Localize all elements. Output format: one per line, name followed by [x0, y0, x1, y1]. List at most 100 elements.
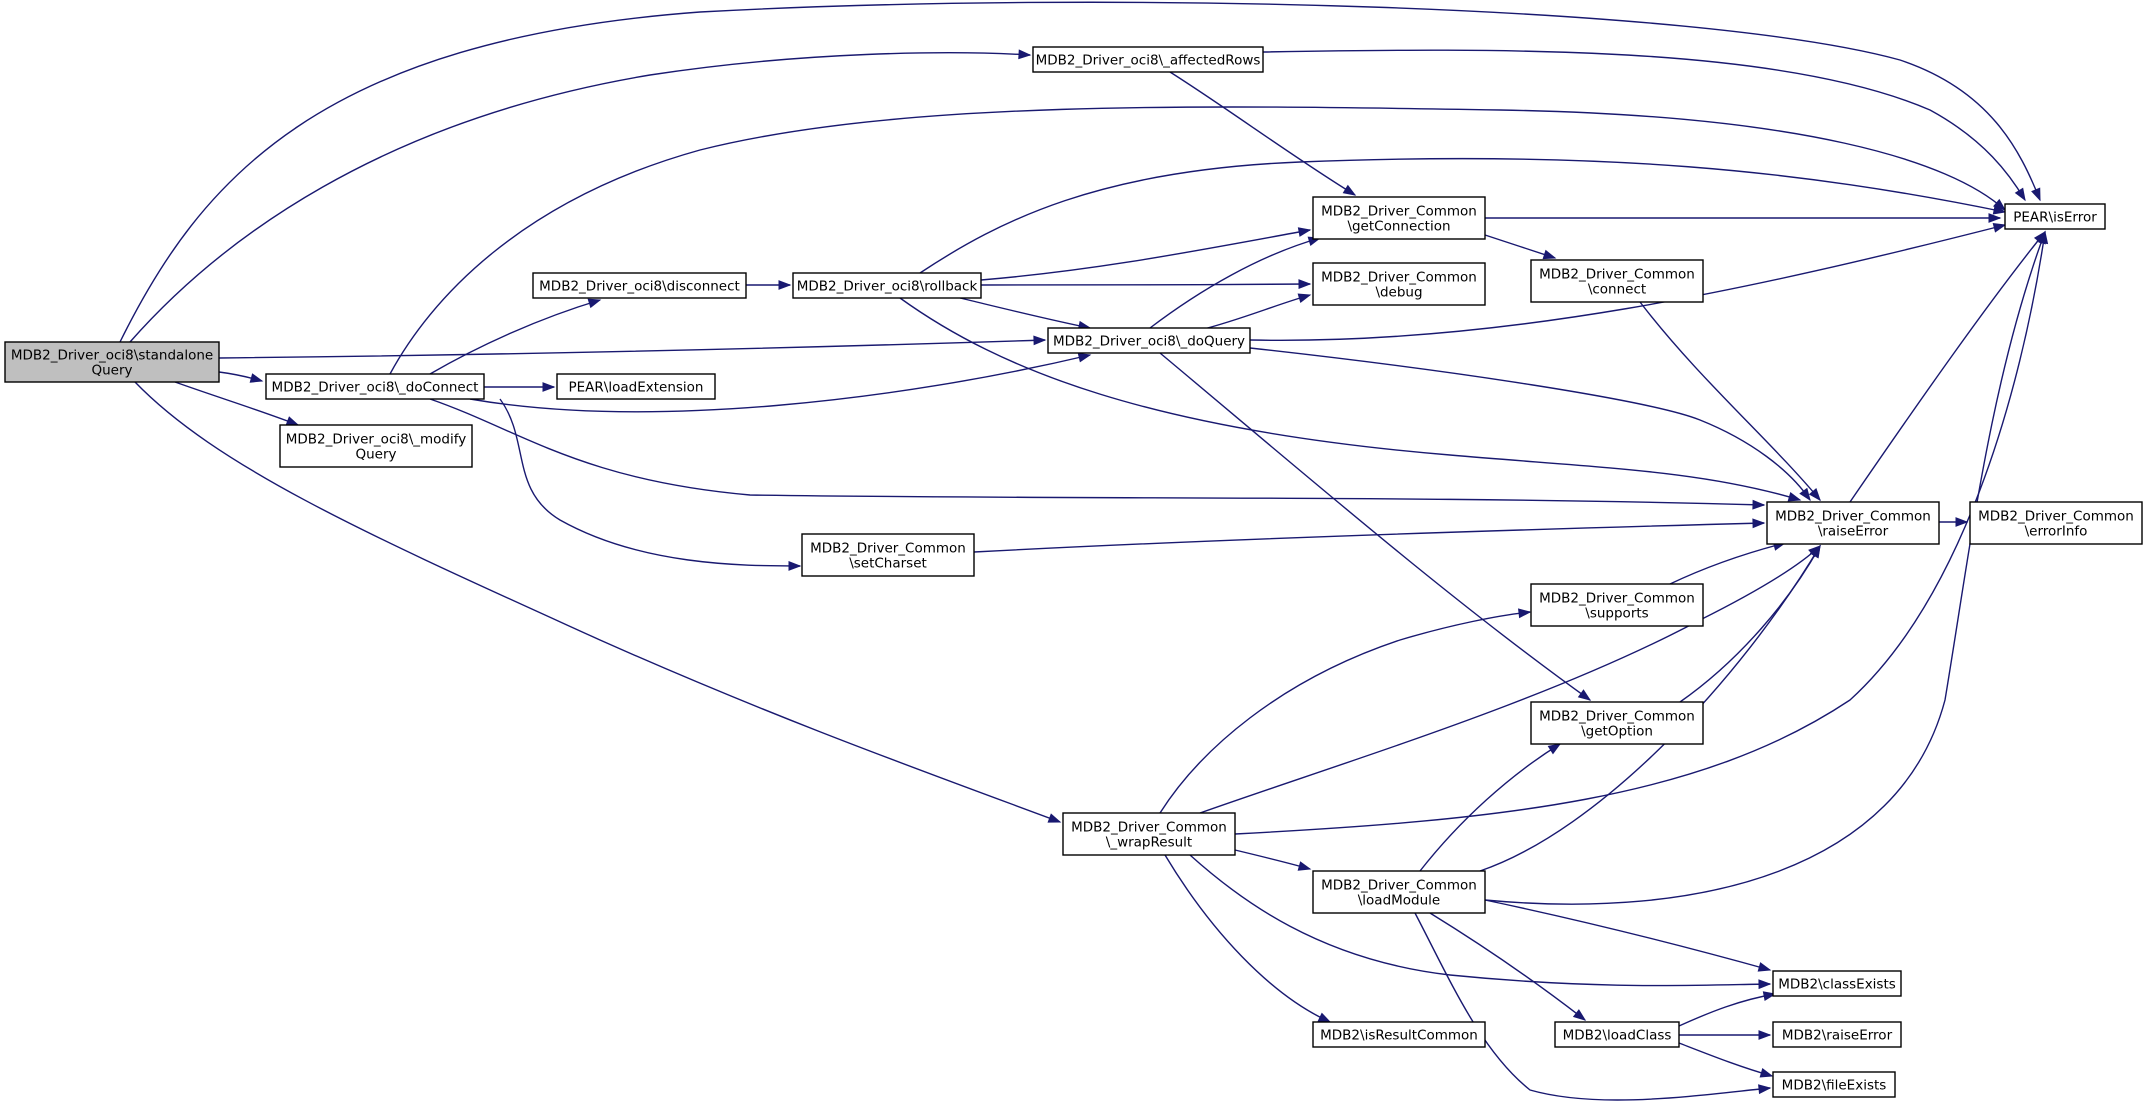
edge-rollback-to-raise-error: [899, 297, 1801, 501]
arrowhead-connect: [1542, 249, 1557, 260]
arrowhead-error-info: [1955, 517, 1969, 527]
node-label-line: \errorInfo: [2025, 524, 2088, 540]
node-label-line: MDB2_Driver_oci8\standalone: [11, 348, 213, 364]
edge-rollback-to-is-error: [919, 157, 2006, 274]
arrowhead-do-connect: [249, 373, 264, 383]
node-box: [1772, 1071, 1896, 1098]
node-get-connection[interactable]: MDB2_Driver_Common\getConnection: [1312, 196, 1486, 240]
node-rollback[interactable]: MDB2_Driver_oci8\rollback: [792, 272, 982, 299]
node-affected-rows[interactable]: MDB2_Driver_oci8\_affectedRows: [1032, 46, 1264, 73]
arrowhead-debug: [1297, 293, 1312, 304]
arrowhead-raise-error: [1809, 544, 1821, 559]
node-is-error[interactable]: PEAR\isError: [2004, 203, 2106, 230]
arrowhead-class-exists: [1758, 979, 1772, 990]
node-set-charset[interactable]: MDB2_Driver_Common\setCharset: [801, 533, 975, 577]
node-wrap-result[interactable]: MDB2_Driver_Common\_wrapResult: [1062, 812, 1236, 856]
edge-do-connect-to-disconnect: [429, 299, 601, 375]
nodes-layer: MDB2_Driver_oci8\standaloneQueryMDB2_Dri…: [4, 46, 2143, 1098]
arrowhead-load-module: [1297, 861, 1312, 871]
node-mdb2-raise-error[interactable]: MDB2\raiseError: [1772, 1021, 1902, 1048]
edge-set-charset-to-raise-error: [973, 522, 1765, 553]
node-load-class[interactable]: MDB2\loadClass: [1554, 1021, 1680, 1048]
arrowhead-is-error: [2031, 187, 2041, 202]
node-label-line: PEAR\isError: [2013, 210, 2097, 226]
edge-wrap-result-to-class-exists: [1189, 854, 1771, 987]
node-is-result-common[interactable]: MDB2\isResultCommon: [1312, 1021, 1486, 1048]
arrowhead-supports: [1518, 608, 1532, 619]
edge-load-module-to-file-exists: [1414, 912, 1771, 1101]
arrowhead-file-exists: [1759, 1068, 1774, 1078]
node-box: [1772, 1021, 1902, 1048]
arrowhead-is-error: [2036, 230, 2046, 245]
node-box: [1312, 196, 1486, 240]
node-box: [801, 533, 975, 577]
arrowhead-do-query: [1033, 335, 1047, 346]
node-box: [1969, 501, 2143, 545]
edge-load-class-to-class-exists: [1678, 993, 1776, 1027]
node-debug[interactable]: MDB2_Driver_Common\debug: [1312, 262, 1486, 306]
node-box: [2004, 203, 2106, 230]
node-load-module[interactable]: MDB2_Driver_Common\loadModule: [1312, 870, 1486, 914]
node-label-line: MDB2_Driver_Common: [1539, 591, 1695, 607]
edge-standalone-query-to-do-query: [218, 339, 1046, 359]
edge-standalone-query-to-affected-rows: [129, 52, 1031, 343]
arrowhead-disconnect: [587, 298, 602, 309]
arrowhead-is-error: [1992, 223, 2007, 233]
edge-do-query-to-is-error: [1249, 224, 2006, 342]
node-label-line: MDB2_Driver_Common: [1775, 509, 1931, 525]
node-box: [1047, 327, 1251, 354]
arrowhead-modify-query: [285, 416, 300, 426]
node-file-exists[interactable]: MDB2\fileExists: [1772, 1071, 1896, 1098]
node-label-line: MDB2_Driver_Common: [1321, 878, 1477, 894]
node-label-line: \_wrapResult: [1106, 835, 1192, 851]
node-box: [1312, 262, 1486, 306]
node-label-line: MDB2_Driver_oci8\_doQuery: [1053, 334, 1245, 350]
node-label-line: \connect: [1588, 282, 1646, 298]
node-get-option[interactable]: MDB2_Driver_Common\getOption: [1530, 701, 1704, 745]
node-do-connect[interactable]: MDB2_Driver_oci8\_doConnect: [265, 373, 485, 400]
node-load-extension[interactable]: PEAR\loadExtension: [556, 373, 716, 400]
edges-layer: [119, 1, 2049, 1101]
arrowhead-get-option: [1547, 743, 1562, 755]
node-box: [1530, 701, 1704, 745]
node-error-info[interactable]: MDB2_Driver_Common\errorInfo: [1969, 501, 2143, 545]
node-do-query[interactable]: MDB2_Driver_oci8\_doQuery: [1047, 327, 1251, 354]
edge-affected-rows-to-get-connection: [1169, 71, 1356, 196]
edge-do-query-to-get-option: [1159, 352, 1591, 701]
arrowhead-is-error: [1988, 213, 2002, 223]
node-box: [1530, 259, 1704, 303]
arrowhead-load-extension: [542, 382, 556, 392]
edge-wrap-result-to-raise-error: [1199, 545, 1821, 814]
edge-wrap-result-to-supports: [1159, 611, 1531, 814]
arrowhead-set-charset: [788, 561, 802, 571]
node-box: [556, 373, 716, 400]
arrowhead-get-connection: [1342, 184, 1357, 196]
edge-supports-to-raise-error: [1669, 542, 1786, 585]
node-raise-error[interactable]: MDB2_Driver_Common\raiseError: [1766, 501, 1940, 545]
node-connect[interactable]: MDB2_Driver_Common\connect: [1530, 259, 1704, 303]
node-disconnect[interactable]: MDB2_Driver_oci8\disconnect: [532, 272, 747, 299]
node-class-exists[interactable]: MDB2\classExists: [1772, 970, 1902, 997]
arrowhead-mdb2-raise-error: [1758, 1030, 1772, 1040]
node-supports[interactable]: MDB2_Driver_Common\supports: [1530, 583, 1704, 627]
arrowhead-class-exists: [1757, 962, 1772, 972]
node-box: [1312, 1021, 1486, 1048]
node-box: [279, 424, 473, 468]
node-label-line: MDB2_Driver_Common: [1539, 267, 1695, 283]
arrowhead-raise-error: [1787, 492, 1802, 502]
node-label-line: \getConnection: [1347, 219, 1450, 235]
arrowhead-class-exists: [1762, 991, 1777, 1001]
edge-affected-rows-to-is-error: [1262, 49, 2026, 201]
node-label-line: Query: [355, 447, 396, 463]
node-box: [1312, 870, 1486, 914]
edge-raise-error-to-is-error: [1849, 231, 2046, 503]
node-label-line: MDB2\fileExists: [1782, 1078, 1887, 1094]
node-box: [4, 341, 220, 383]
node-label-line: MDB2_Driver_Common: [1071, 820, 1227, 836]
arrowhead-wrap-result: [1047, 813, 1062, 823]
node-box: [1530, 583, 1704, 627]
edge-do-connect-to-do-query: [469, 354, 1091, 413]
node-label-line: MDB2\raiseError: [1782, 1028, 1893, 1044]
